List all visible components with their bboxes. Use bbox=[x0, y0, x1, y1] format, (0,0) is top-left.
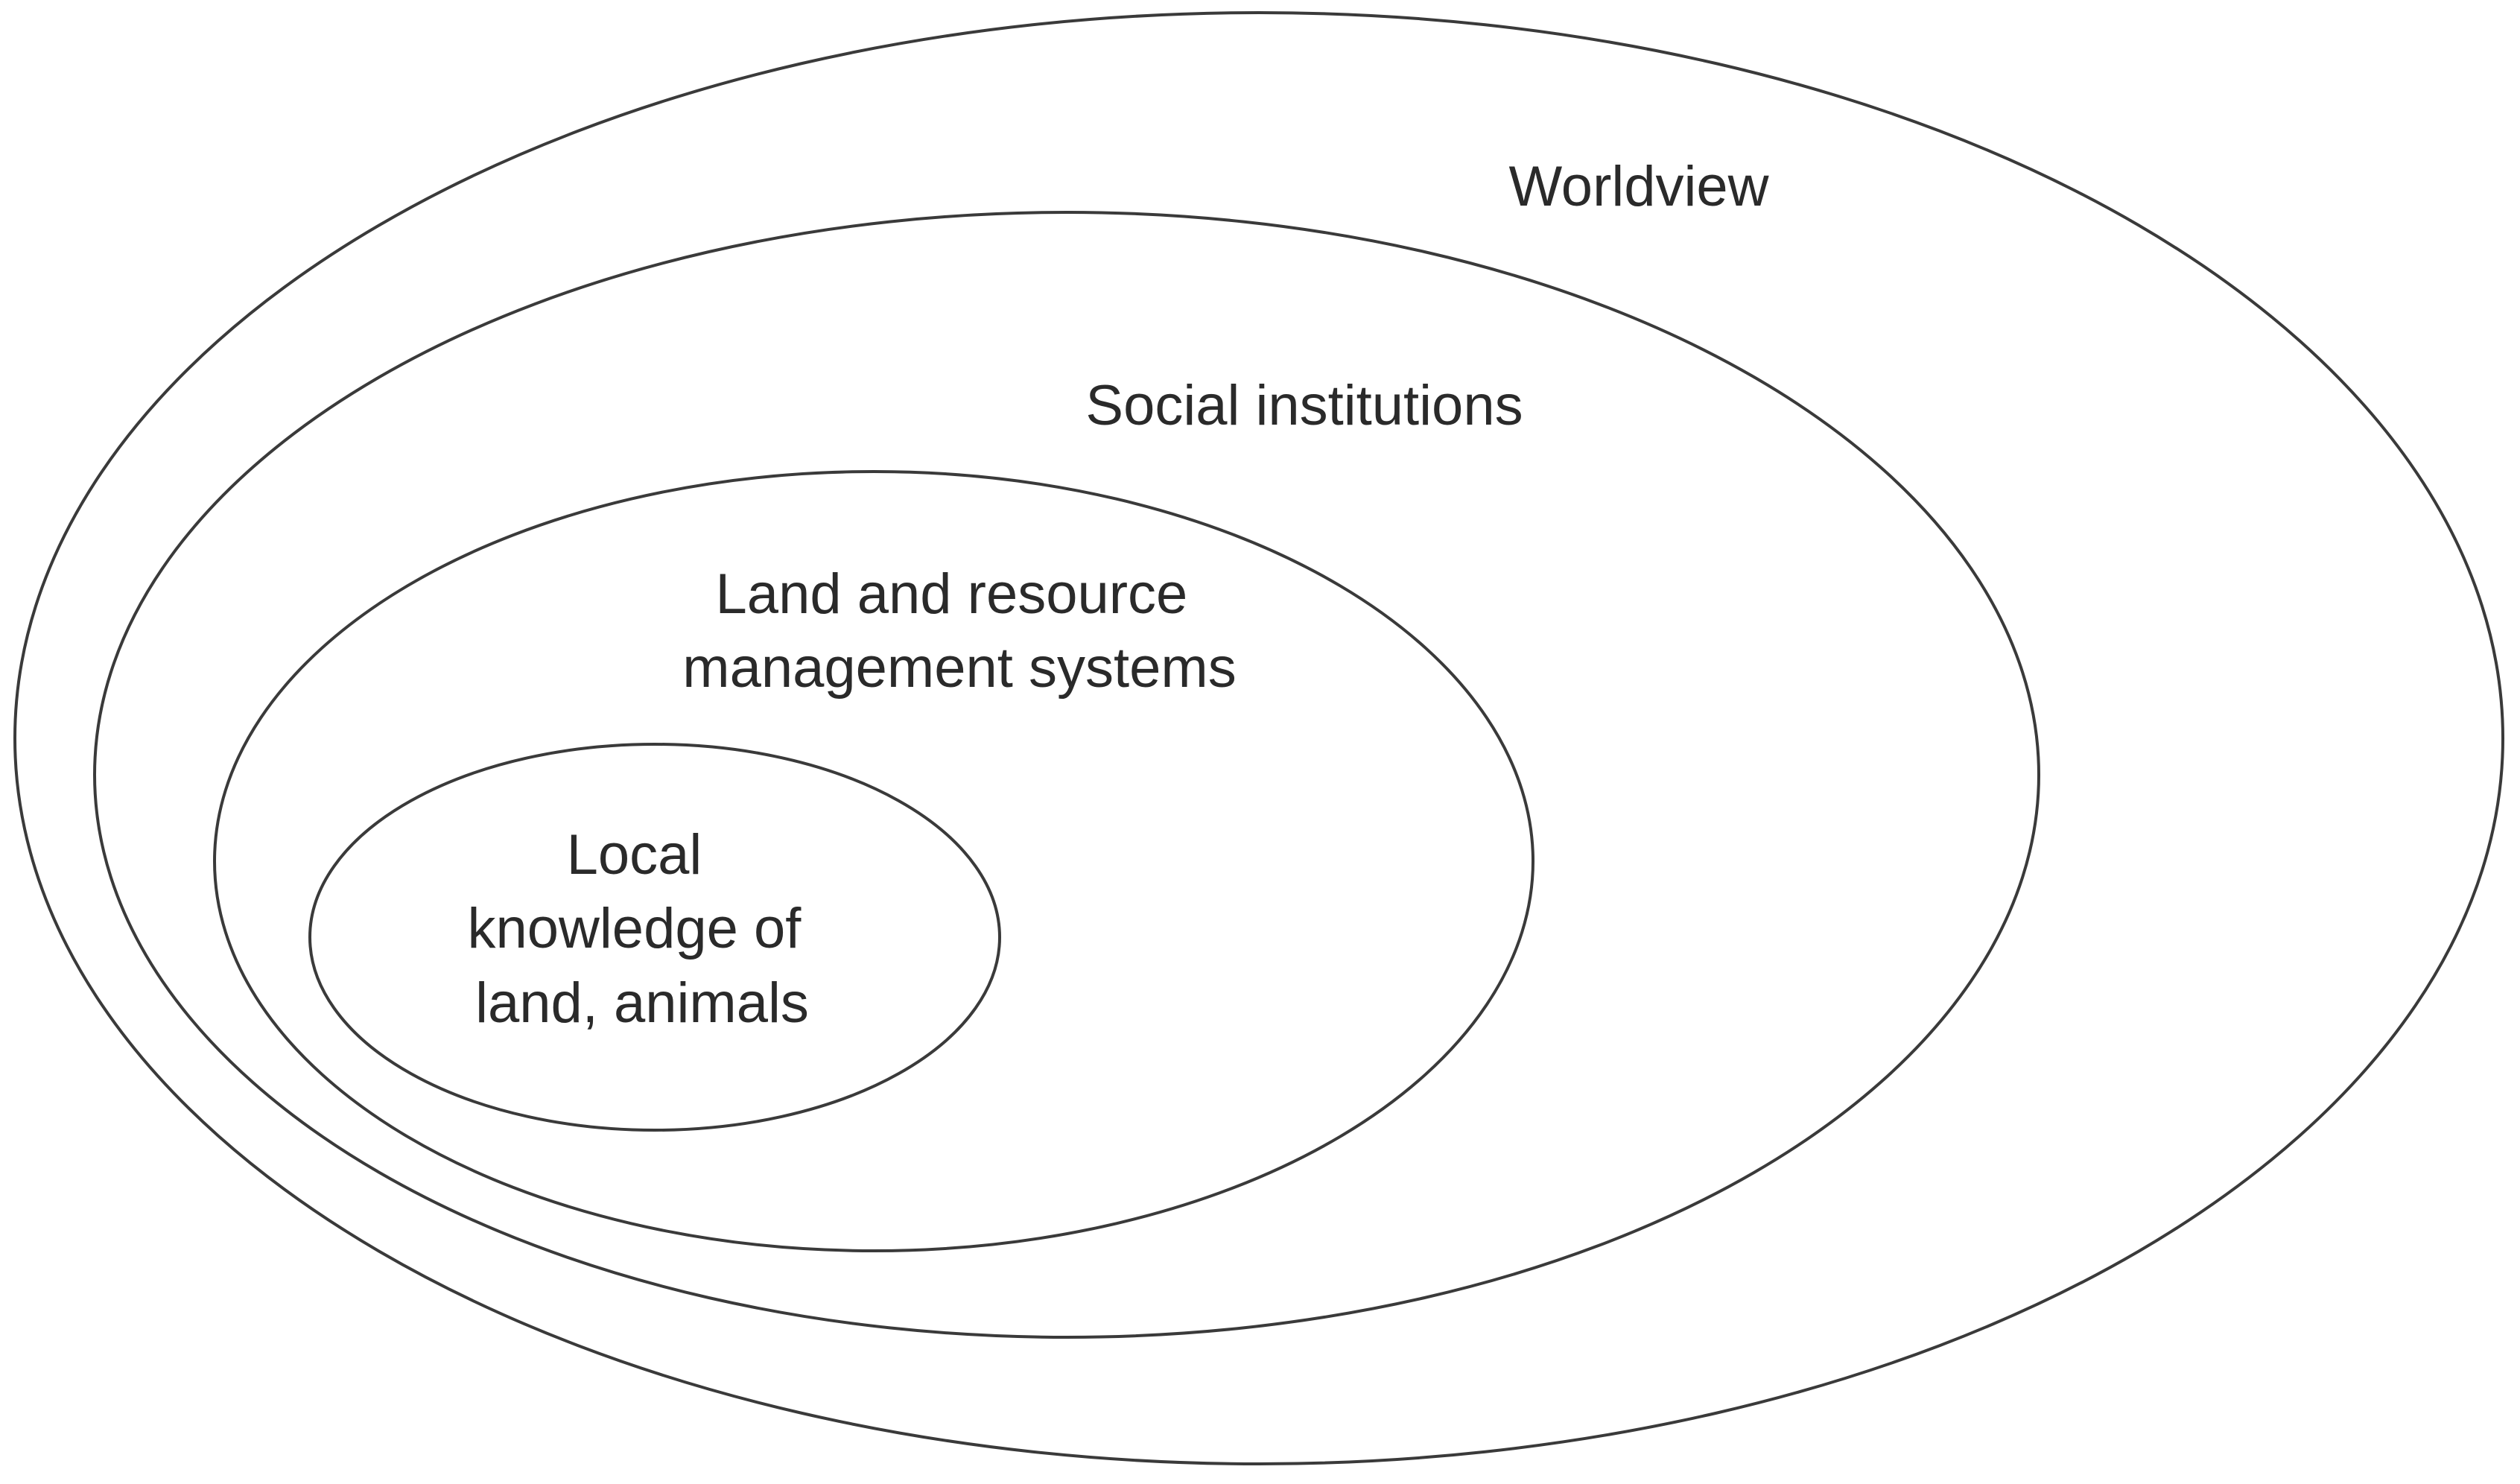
local-knowledge-layer: Local knowledge of land, animals bbox=[308, 743, 1001, 1132]
local-knowledge-label-line-2: knowledge of bbox=[468, 897, 802, 960]
local-knowledge-label: Local knowledge of land, animals bbox=[468, 823, 817, 1035]
local-knowledge-label-line-1: Local bbox=[567, 823, 702, 887]
local-knowledge-label-line-3: land, animals bbox=[475, 971, 809, 1035]
social-institutions-layer: Social institutions bbox=[93, 211, 2040, 1339]
land-resource-label-line-1: Land and resource bbox=[716, 562, 1188, 626]
land-resource-management-label: Land and resource management systems bbox=[682, 562, 1236, 700]
social-institutions-ellipse bbox=[93, 211, 2040, 1339]
worldview-ellipse bbox=[13, 11, 2504, 1465]
land-resource-management-layer: Land and resource management systems bbox=[213, 470, 1534, 1252]
social-institutions-label: Social institutions bbox=[1085, 374, 1523, 437]
land-resource-management-ellipse bbox=[213, 470, 1534, 1252]
worldview-layer: Worldview bbox=[13, 11, 2504, 1465]
local-knowledge-ellipse bbox=[308, 743, 1001, 1132]
worldview-label: Worldview bbox=[1508, 155, 1769, 218]
land-resource-label-line-2: management systems bbox=[682, 636, 1236, 700]
